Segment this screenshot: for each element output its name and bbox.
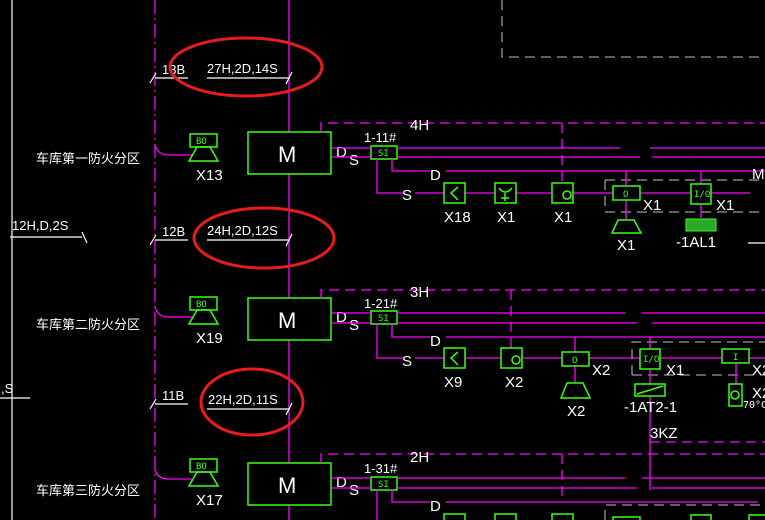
- alarm-count: X19: [196, 330, 223, 347]
- cable-spec: 27H,2D,14S: [207, 61, 278, 76]
- s-line-label: S: [402, 187, 412, 204]
- strobe-speaker-icon: [559, 382, 592, 399]
- bus-tag: 12B: [162, 224, 185, 239]
- s-line-label: S: [402, 353, 412, 370]
- device-count: X2: [752, 362, 765, 379]
- alarm-controller-icon: [685, 218, 717, 232]
- hydrant-button-icon[interactable]: [500, 347, 523, 369]
- isolator-id: 1-11#: [364, 130, 397, 145]
- sub-device-label: -1AT2-1: [624, 399, 677, 416]
- device-count: X1: [497, 209, 515, 226]
- alarm-count: X13: [196, 167, 223, 184]
- isolator-box[interactable]: [370, 476, 398, 491]
- manual-call-point-icon[interactable]: [443, 182, 466, 204]
- manual-call-point-icon[interactable]: [443, 347, 466, 369]
- zone-label-2: 车库第二防火分区: [36, 318, 141, 333]
- device-count: X1: [666, 362, 684, 379]
- control-module[interactable]: [247, 131, 332, 175]
- io-module-icon[interactable]: [690, 183, 712, 205]
- loop-label: 2H: [410, 449, 429, 466]
- device-count: X2: [505, 374, 523, 391]
- sounder-icon: [187, 471, 220, 487]
- device-count: X9: [444, 374, 462, 391]
- highlight-ellipse: [168, 36, 324, 98]
- device-label: I/O: [643, 355, 659, 365]
- module-label: M: [278, 473, 296, 498]
- trunk-cable-tick: [81, 231, 88, 244]
- trunk-bottom-label: ,S: [1, 381, 14, 396]
- d-line-label: D: [430, 167, 441, 184]
- sub-device-label: -1AL1: [676, 234, 716, 251]
- output-module-icon[interactable]: [612, 185, 641, 201]
- device-count: X1: [643, 197, 661, 214]
- trunk-cable-label: 12H,D,2S: [12, 218, 69, 233]
- isolator-id: 1-21#: [364, 296, 398, 311]
- s-label: S: [349, 482, 359, 499]
- device-count: X18: [444, 209, 471, 226]
- isolator-box[interactable]: [370, 310, 398, 325]
- device-label: I/O: [694, 190, 710, 200]
- input-module-icon[interactable]: [721, 348, 750, 364]
- s-label: S: [349, 317, 359, 334]
- cable-spec: 22H,2D,11S: [208, 392, 278, 407]
- isolator-label: SI: [378, 480, 389, 490]
- isolator-id: 1-31#: [364, 461, 398, 476]
- loop-label: 3H: [410, 284, 429, 301]
- device-count: X2: [592, 362, 610, 379]
- isolator-label: SI: [378, 149, 389, 159]
- sub-device-count: X2: [752, 385, 765, 402]
- d-line-label: D: [430, 333, 441, 350]
- zone-3: 11B 22H,2D,11S BO X17 M 2H D S 1-31# SI …: [149, 367, 765, 520]
- alarm-label: BO: [196, 462, 207, 472]
- alarm-feed: [154, 144, 192, 156]
- hydrant-button-icon[interactable]: [551, 182, 574, 204]
- bus-tag: 13B: [162, 62, 185, 77]
- device-label: I: [733, 353, 738, 363]
- io-module-icon[interactable]: [639, 348, 661, 370]
- device-label: O: [623, 190, 628, 200]
- device-count: X1: [554, 209, 572, 226]
- sounder-icon: [187, 146, 220, 162]
- alarm-label: BO: [196, 300, 207, 310]
- alarm-label: BO: [196, 137, 207, 147]
- sub-device-note: 70°C: [743, 400, 765, 411]
- output-module-icon[interactable]: [561, 351, 590, 367]
- d-label: D: [336, 309, 347, 326]
- device-count: X1: [716, 197, 734, 214]
- loop-label: 4H: [410, 117, 429, 134]
- d-label: D: [336, 474, 347, 491]
- zone-1: 13B 27H,2D,14S BO X13 M 4H D S 1-11# SI …: [149, 36, 765, 254]
- alarm-count: X17: [196, 492, 223, 509]
- loop-line: [320, 122, 765, 132]
- sub-device-label-2: 3KZ: [650, 425, 678, 442]
- sub-device-count: X1: [617, 237, 635, 254]
- frame-top: [501, 0, 765, 58]
- isolator-box[interactable]: [370, 145, 398, 160]
- cable-spec: 24H,2D,12S: [207, 223, 278, 238]
- sounder-icon: [187, 309, 220, 325]
- d-line-label: D: [430, 498, 441, 515]
- zone-label-1: 车库第一防火分区: [36, 152, 141, 167]
- d-label: D: [336, 144, 347, 161]
- control-module[interactable]: [247, 462, 332, 506]
- bus-tag: 11B: [162, 388, 184, 403]
- right-label: M: [752, 166, 765, 183]
- control-module[interactable]: [247, 297, 332, 341]
- module-label: M: [278, 142, 296, 167]
- isolator-label: SI: [378, 314, 389, 324]
- sub-device-count: X2: [567, 403, 585, 420]
- device-label: O: [572, 356, 577, 366]
- s-label: S: [349, 152, 359, 169]
- zone-label-3: 车库第三防火分区: [36, 484, 141, 499]
- zone-2: 12B 24H,2D,12S BO X19 M 3H D S 1-21# SI …: [149, 206, 765, 490]
- fire-damper-icon: [728, 383, 743, 407]
- cable-spec-tick: [285, 71, 293, 85]
- highlight-ellipse: [199, 367, 305, 437]
- highlight-ellipse: [192, 206, 336, 270]
- strobe-speaker-icon: [610, 219, 643, 234]
- bus-tag-tick: [149, 72, 157, 84]
- module-label: M: [278, 308, 296, 333]
